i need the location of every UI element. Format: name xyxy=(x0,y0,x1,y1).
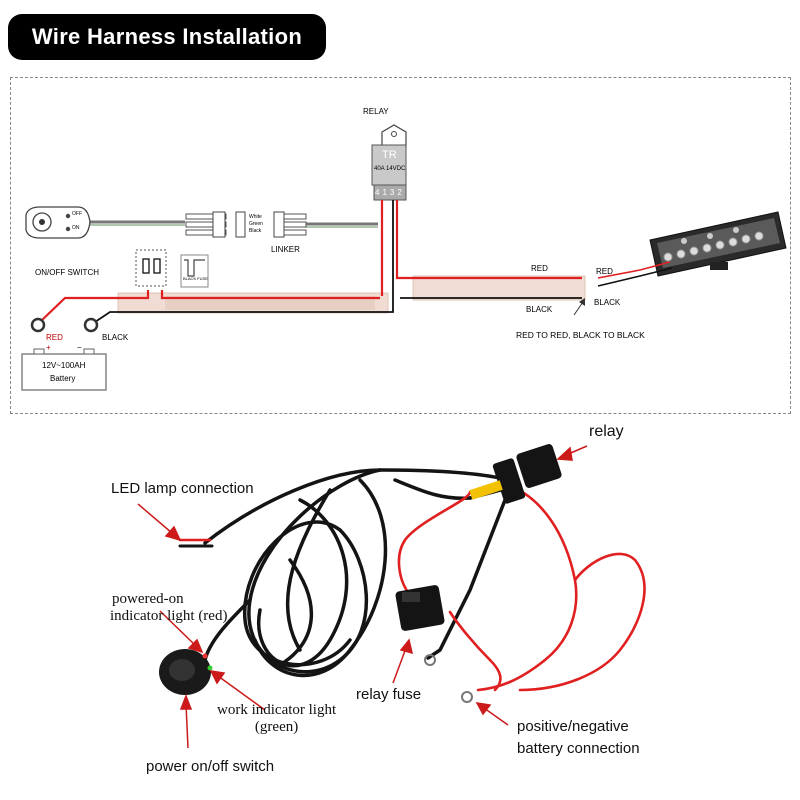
label-relay-fuse: relay fuse xyxy=(356,686,422,703)
relay-label: RELAY xyxy=(363,107,389,116)
arrow-battery-head xyxy=(475,702,492,716)
linker-colors: White Green Black xyxy=(249,214,263,234)
switch-on-text: ON xyxy=(72,225,80,231)
battery-name: Battery xyxy=(50,374,76,383)
battery-minus: − xyxy=(77,343,82,352)
relay-block xyxy=(469,444,562,504)
arrow-switch-head xyxy=(179,693,193,710)
right-wire-sheath xyxy=(412,275,586,301)
relay-red-wire-to-lamp xyxy=(395,200,582,280)
black-cable-coils xyxy=(203,468,522,678)
instruction-text: RED TO RED, BLACK TO BLACK xyxy=(516,330,645,340)
relay-symbol xyxy=(371,124,407,201)
led-light-bar xyxy=(649,211,787,277)
label-power-switch: power on/off switch xyxy=(146,758,275,775)
relay-rating: 40A 14VDC xyxy=(374,166,406,172)
switch-off-text: OFF xyxy=(72,211,82,217)
fuse-holder-box xyxy=(135,249,167,287)
relay-black-wire xyxy=(175,200,394,313)
battery-plus: + xyxy=(46,343,51,352)
label-powered-on: powered-on indicator light (red) xyxy=(110,591,228,624)
arrow-powered-on-head xyxy=(187,638,204,654)
switch-diagram xyxy=(25,206,91,239)
label-battery-connection: positive/negative battery connection xyxy=(517,718,640,757)
arrow-work-indicator-head xyxy=(209,670,226,685)
arrow-work-indicator-line xyxy=(217,675,266,711)
arrow-led-line xyxy=(137,503,173,534)
arrow-relay-fuse-line xyxy=(392,647,407,684)
switch-label: ON/OFF SWITCH xyxy=(35,268,99,277)
wiring-diagram-frame xyxy=(10,77,791,414)
arrow-relay-fuse-head xyxy=(399,638,414,655)
lamp-red-lead xyxy=(597,261,671,279)
ring-terminal-2 xyxy=(461,691,473,703)
lamp-black-lead xyxy=(597,267,673,287)
lamp-black-left: BLACK xyxy=(526,305,553,314)
battery-spec: 12V~100AH xyxy=(42,361,86,370)
arrow-switch-line xyxy=(185,703,189,749)
connector-right xyxy=(235,211,307,238)
label-relay: relay xyxy=(589,423,624,440)
switch-photo xyxy=(159,649,213,695)
battery-red-wire xyxy=(160,290,380,300)
battery-ring-terminal-red xyxy=(30,317,46,333)
arrow-relay-head xyxy=(556,446,573,461)
fuse-holder-block xyxy=(395,585,445,631)
page-title: Wire Harness Installation xyxy=(8,14,326,60)
connector-left xyxy=(185,211,227,238)
battery-black-label: BLACK xyxy=(102,333,129,342)
annotation-arrows xyxy=(137,445,588,749)
battery-red-label: RED xyxy=(46,333,63,342)
battery-box xyxy=(21,353,107,391)
battery-ring-terminal-black xyxy=(83,317,99,333)
label-led-lamp: LED lamp connection xyxy=(111,480,254,497)
relay-brand: TR xyxy=(382,149,397,161)
left-wire-sheath-inner xyxy=(165,296,375,310)
ring-terminal-1 xyxy=(424,654,436,666)
red-wires xyxy=(178,486,646,692)
lamp-wire-arrow xyxy=(573,301,584,316)
label-work-indicator: work indicator light (green) xyxy=(217,702,337,735)
linker-label: LINKER xyxy=(271,245,300,254)
fuse-text: BLACK FUSE xyxy=(183,276,208,281)
lamp-black-right: BLACK xyxy=(594,298,621,307)
lamp-red-left: RED xyxy=(531,264,548,273)
arrow-led-head xyxy=(164,525,182,542)
arrow-battery-line xyxy=(483,707,509,726)
relay-pins: 4132 xyxy=(375,188,405,197)
arrow-powered-on-line xyxy=(159,610,197,647)
lamp-red-right: RED xyxy=(596,267,613,276)
